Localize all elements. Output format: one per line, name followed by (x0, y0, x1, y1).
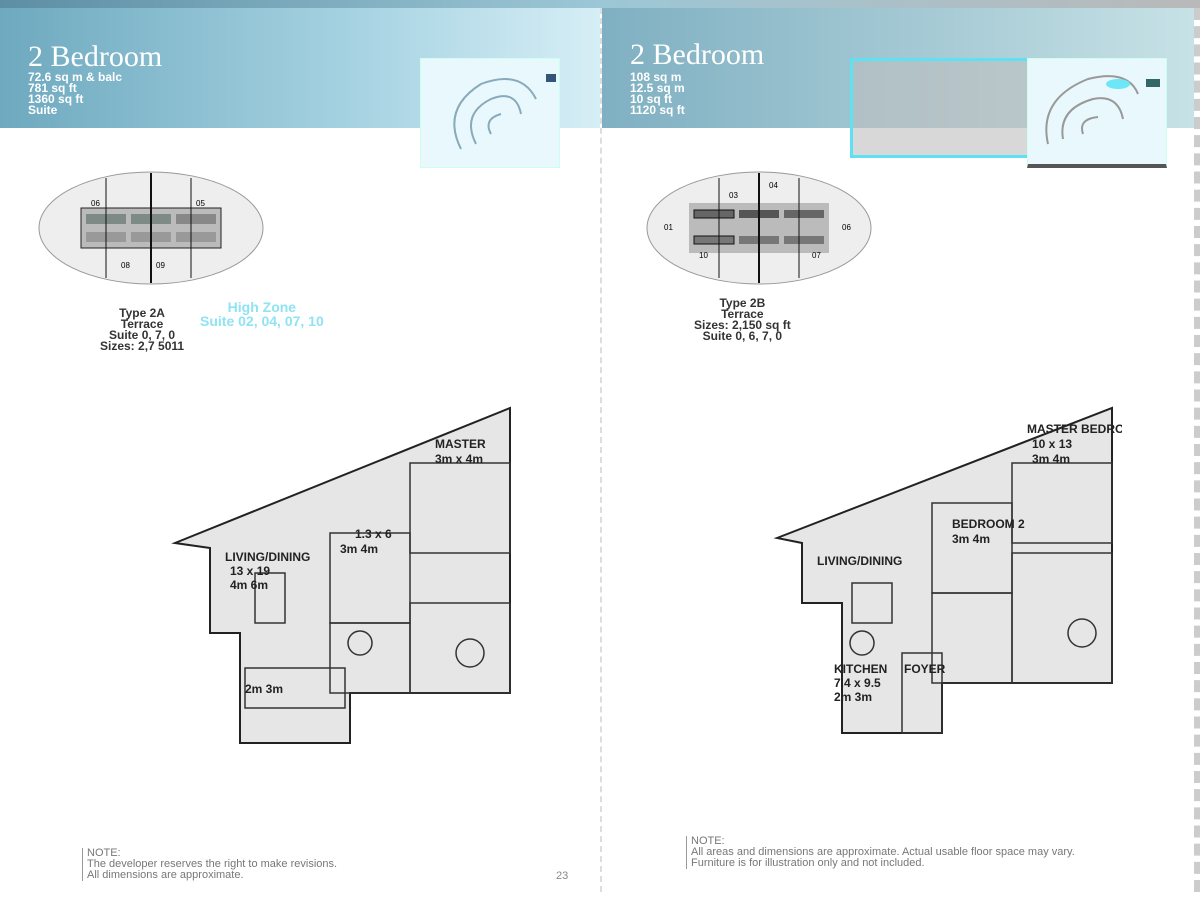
svg-text:1.3 x 6: 1.3 x 6 (355, 527, 392, 541)
svg-text:FOYER: FOYER (904, 662, 946, 676)
svg-text:10 x 13: 10 x 13 (1032, 437, 1072, 451)
keyplan-label: 09 (156, 261, 165, 270)
notes: NOTE: All areas and dimensions are appro… (686, 836, 1156, 869)
svg-text:MASTER: MASTER (435, 437, 486, 451)
unit-specs: 108 sq m 12.5 sq m 10 sq ft 1120 sq ft (630, 70, 685, 117)
unit-title: 2 Bedroom (28, 40, 163, 73)
brand-logo-icon (420, 58, 560, 168)
key-plan: 06 05 08 09 (38, 171, 264, 285)
svg-text:3m x 4m: 3m x 4m (435, 452, 483, 466)
keyplan-label: 03 (729, 191, 738, 200)
svg-text:MASTER BEDROOM: MASTER BEDROOM (1027, 422, 1122, 436)
keyplan-label: 05 (196, 199, 205, 208)
keyplan-label: 07 (812, 251, 821, 260)
keyplan-label: 01 (664, 223, 673, 232)
notes: NOTE: The developer reserves the right t… (82, 848, 337, 881)
keyplan-label: 10 (699, 251, 708, 260)
brand-logo-icon (1027, 58, 1167, 168)
svg-text:LIVING/DINING: LIVING/DINING (225, 550, 310, 564)
svg-text:13 x 19: 13 x 19 (230, 564, 270, 578)
unit-specs: 72.6 sq m & balc 781 sq ft 1360 sq ft Su… (28, 70, 123, 117)
svg-text:LIVING/DINING: LIVING/DINING (817, 554, 902, 568)
svg-text:2m 3m: 2m 3m (245, 682, 283, 696)
floor-plan: MASTER BEDROOM 10 x 13 3m 4m BEDROOM 2 3… (773, 406, 1122, 734)
keyplan-label: 06 (842, 223, 851, 232)
key-plan: 03 04 01 06 10 07 (646, 171, 872, 285)
zone-label: High Zone Suite 02, 04, 07, 10 (200, 299, 324, 329)
svg-text:2m 3m: 2m 3m (834, 690, 872, 704)
floor-plan: MASTER 3m x 4m 1.3 x 6 3m 4m LIVING/DINI… (171, 406, 511, 744)
unit-title: 2 Bedroom (630, 38, 765, 71)
svg-text:BEDROOM 2: BEDROOM 2 (952, 517, 1025, 531)
unit-caption: Type 2A Terrace Suite 0, 7, 0 Sizes: 2,7… (100, 306, 185, 353)
keyplan-label: 08 (121, 261, 130, 270)
page-number: 23 (556, 870, 569, 882)
top-bar (0, 0, 1200, 8)
svg-text:7.4 x 9.5: 7.4 x 9.5 (834, 676, 881, 690)
svg-text:3m 4m: 3m 4m (340, 542, 378, 556)
right-page: 2 Bedroom 108 sq m 12.5 sq m 10 sq ft 11… (600, 8, 1200, 892)
unit-caption: Type 2B Terrace Sizes: 2,150 sq ft Suite… (694, 296, 791, 343)
svg-text:4m 6m: 4m 6m (230, 578, 268, 592)
svg-text:3m 4m: 3m 4m (952, 532, 990, 546)
svg-text:3m 4m: 3m 4m (1032, 452, 1070, 466)
keyplan-label: 06 (91, 199, 100, 208)
keyplan-label: 04 (769, 181, 778, 190)
left-page: 2 Bedroom 72.6 sq m & balc 781 sq ft 136… (0, 8, 600, 892)
svg-text:KITCHEN: KITCHEN (834, 662, 887, 676)
